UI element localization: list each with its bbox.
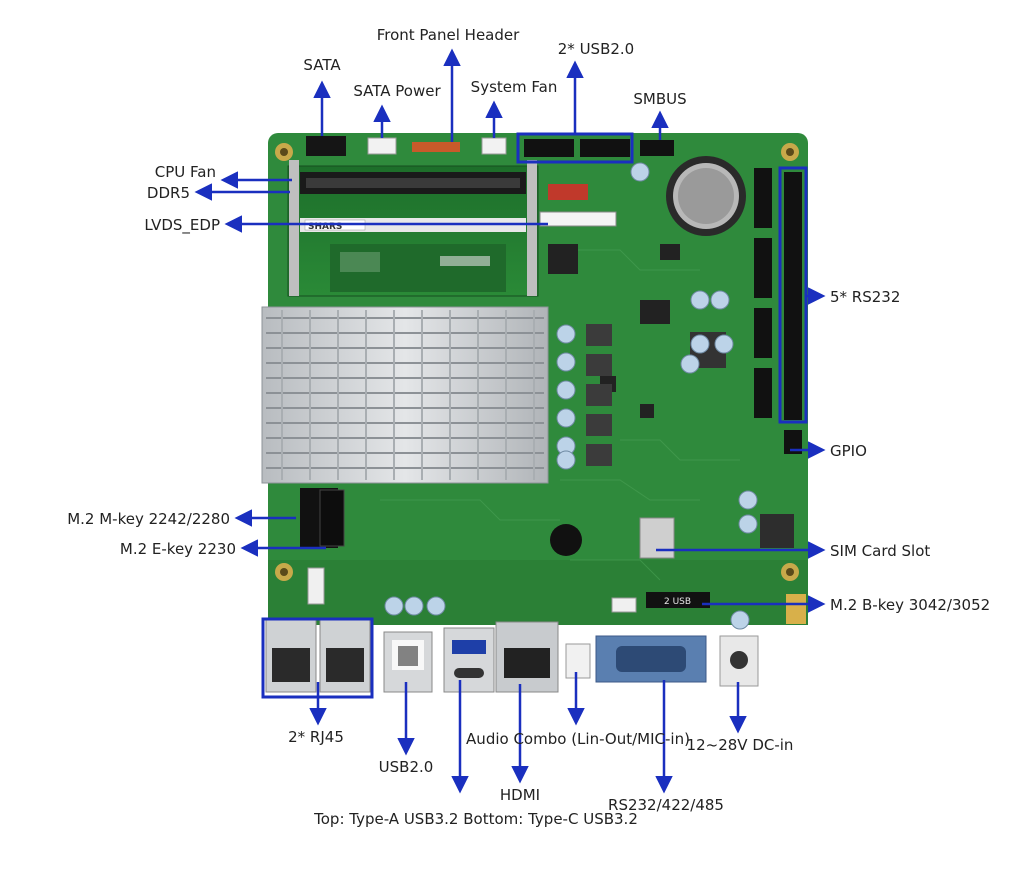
label-rs232-5x: 5* RS232 (830, 288, 901, 306)
label-m2-mkey: M.2 M-key 2242/2280 (67, 510, 230, 528)
label-m2-bkey: M.2 B-key 3042/3052 (830, 596, 991, 614)
rs232-headers (754, 168, 802, 454)
ddr5-module: SHARS (287, 160, 539, 297)
label-usb32: Top: Type-A USB3.2 Bottom: Type-C USB3.2 (314, 810, 638, 828)
label-lvds-edp: LVDS_EDP (144, 216, 220, 234)
label-rj45: 2* RJ45 (288, 728, 344, 746)
label-audio-combo: Audio Combo (Lin-Out/MIC-in) (466, 730, 690, 748)
label-hdmi: HDMI (499, 786, 541, 804)
callout-arrows (194, 48, 826, 794)
label-usb20-header: 2* USB2.0 (557, 40, 635, 58)
label-smbus: SMBUS (633, 90, 687, 108)
label-ddr5: DDR5 (146, 184, 190, 202)
label-dc-in: 12~28V DC-in (686, 736, 794, 754)
cmos-battery (666, 156, 746, 236)
label-audio-line2: (Lin-Out/MIC-in) (571, 730, 690, 748)
svg-text:2 USB: 2 USB (664, 597, 691, 607)
io-panel (265, 619, 759, 693)
label-usb32-bottom: Bottom: Type-C USB3.2 (463, 810, 638, 828)
capacitors (384, 162, 758, 630)
label-audio-line1: Audio Combo (466, 730, 567, 748)
heatsink (261, 306, 549, 484)
label-system-fan: System Fan (470, 78, 558, 96)
label-gpio: GPIO (830, 442, 867, 460)
top-connectors (306, 136, 674, 227)
label-sata: SATA (303, 56, 341, 74)
label-rs232-422-485: RS232/422/485 (608, 796, 724, 814)
label-cpu-fan: CPU Fan (154, 163, 216, 181)
svg-text:SHARS: SHARS (308, 222, 342, 232)
components: 2 USB (300, 244, 806, 624)
label-m2-ekey: M.2 E-key 2230 (119, 540, 236, 558)
label-sim-card-slot: SIM Card Slot (830, 542, 931, 560)
label-front-panel-header: Front Panel Header (376, 26, 520, 44)
label-sata-power: SATA Power (353, 82, 441, 100)
label-usb32-top: Top: Type-A USB3.2 (314, 810, 459, 828)
label-usb20-port: USB2.0 (378, 758, 434, 776)
